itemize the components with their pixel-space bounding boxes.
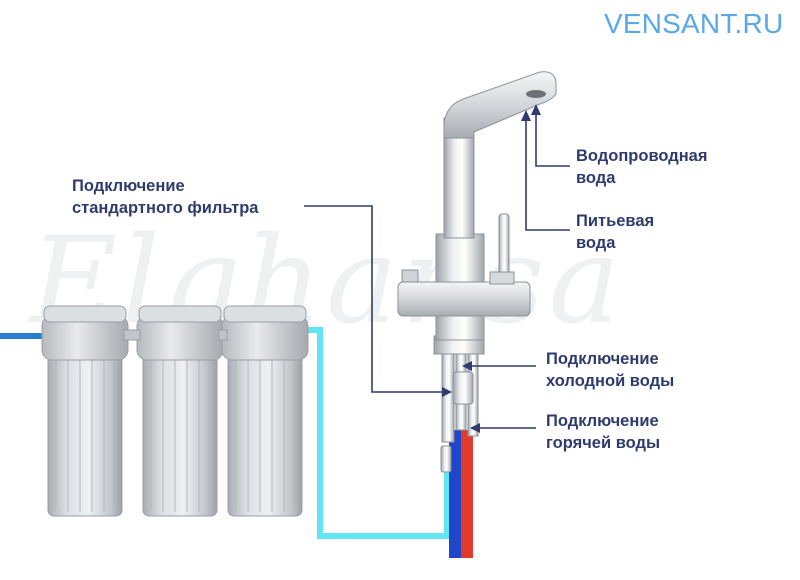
filter-housing-1 xyxy=(41,305,129,517)
label-filter-connection: Подключение стандартного фильтра xyxy=(72,175,258,219)
filter-housing-3 xyxy=(221,305,309,517)
label-drinking-water: Питьевая вода xyxy=(576,210,654,254)
filter-housing-2 xyxy=(136,305,224,517)
leader-filter-connection xyxy=(304,205,446,393)
faucet xyxy=(397,71,557,443)
label-drinking-water-line-2: вода xyxy=(576,234,616,252)
site-watermark: VENSANT.RU xyxy=(604,8,784,39)
label-tap-water: Водопроводная вода xyxy=(576,145,707,189)
filter-hose xyxy=(300,327,450,539)
label-cold-connection-line-1: Подключение xyxy=(546,350,659,368)
label-hot-connection-line-2: горячей воды xyxy=(546,434,661,452)
label-cold-connection-line-2: холодной воды xyxy=(546,372,675,390)
filter-connector xyxy=(218,329,228,341)
leader-tap-water xyxy=(535,112,570,167)
label-drinking-water-line-1: Питьевая xyxy=(576,212,655,230)
leader-drinking-water xyxy=(525,118,570,231)
hot-water-hose xyxy=(461,430,473,558)
label-hot-connection: Подключение горячей воды xyxy=(546,410,660,454)
cold-water-hose xyxy=(449,430,461,558)
label-hot-connection-line-1: Подключение xyxy=(546,412,659,430)
filter-connector xyxy=(123,329,141,341)
leader-lines xyxy=(304,112,570,429)
leader-arrowheads xyxy=(442,104,541,433)
label-filter-connection-line-1: Подключение xyxy=(72,177,185,195)
label-filter-connection-line-2: стандартного фильтра xyxy=(72,199,259,217)
label-tap-water-line-1: Водопроводная xyxy=(576,147,708,165)
label-tap-water-line-2: вода xyxy=(576,169,616,187)
label-cold-connection: Подключение холодной воды xyxy=(546,348,674,392)
filter-hose-fitting xyxy=(440,445,452,473)
